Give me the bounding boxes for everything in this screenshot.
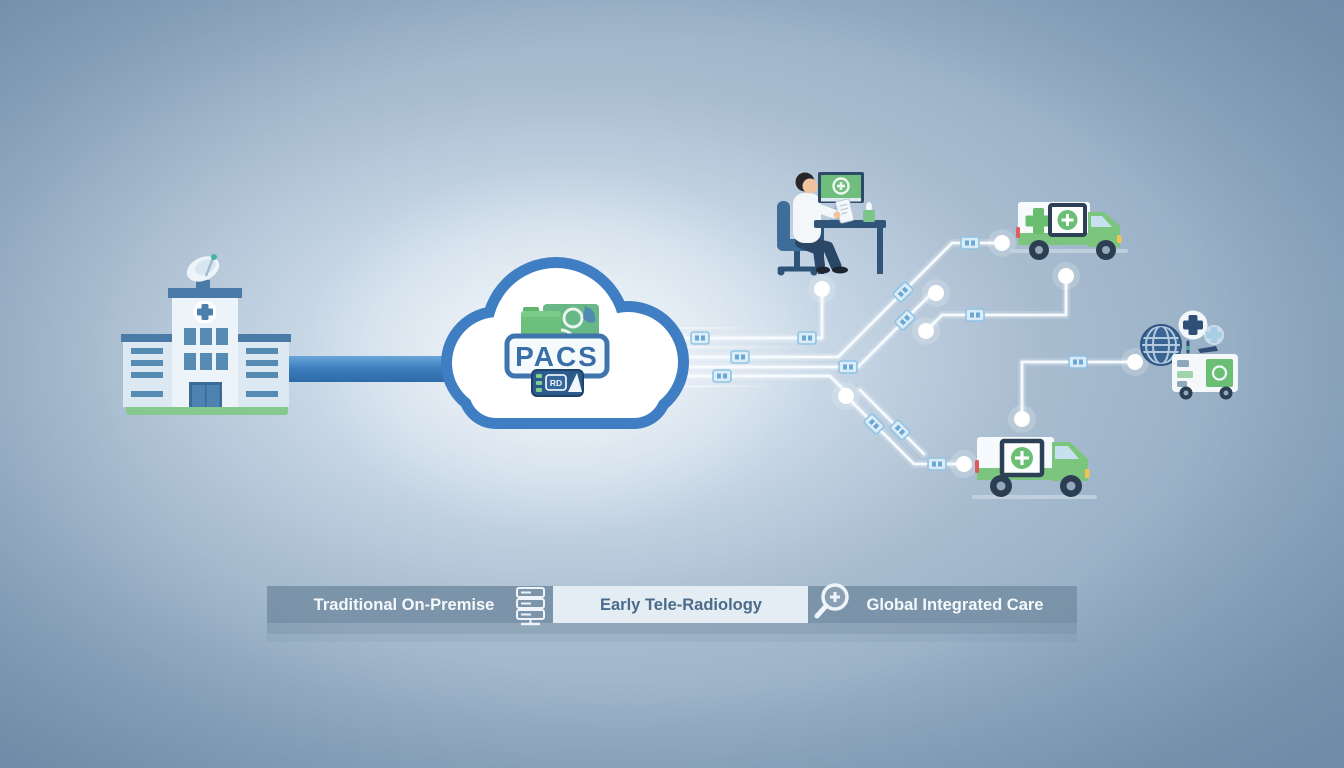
scene-canvas: PACS RD [0, 0, 1344, 768]
pacs-evolution-illustration: PACS RD [0, 0, 1344, 768]
vignette [0, 0, 1344, 768]
